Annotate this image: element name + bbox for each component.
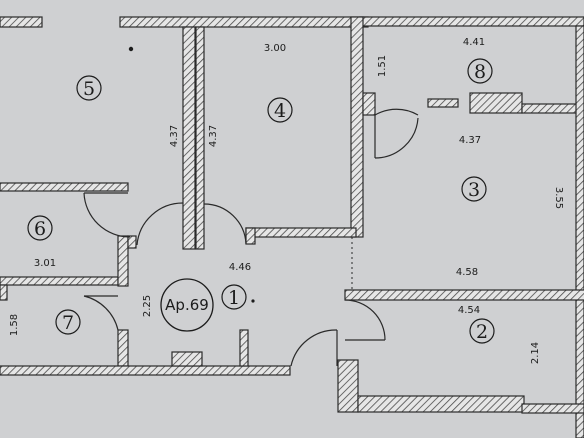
room-1-number: 1	[228, 287, 240, 309]
dim-room4-depth: 4.37	[208, 125, 219, 147]
room-8-circle	[467, 58, 493, 84]
room-7-circle	[55, 309, 81, 335]
room-5-circle	[76, 75, 102, 101]
mark-dot	[128, 46, 134, 52]
mark-dot	[251, 299, 255, 303]
room-4-circle	[267, 97, 293, 123]
dim-room3-top-width: 4.37	[459, 135, 481, 146]
room-1-circle	[221, 284, 247, 310]
dim-room1-width: 4.46	[229, 262, 251, 273]
dim-room6-width: 3.01	[34, 258, 56, 269]
room-5-number: 5	[83, 78, 95, 100]
dim-room4-width: 3.00	[264, 43, 286, 54]
dim-room3-depth: 3.55	[553, 187, 564, 209]
room-markers	[27, 58, 495, 344]
dim-room2-width: 4.54	[458, 305, 480, 316]
walls	[0, 16, 584, 438]
dim-room7-depth: 1.58	[9, 314, 20, 336]
room-6-number: 6	[34, 218, 46, 240]
room-8-number: 8	[474, 61, 486, 83]
room-6-circle	[27, 215, 53, 241]
room-7-number: 7	[62, 312, 74, 334]
room-3-number: 3	[468, 179, 480, 201]
dim-room2-depth: 2.14	[530, 342, 541, 364]
apartment-label: Ap.69	[165, 296, 209, 314]
room-4-number: 4	[274, 100, 286, 122]
apartment-circle	[160, 278, 214, 332]
dim-room8-depth: 1.51	[377, 55, 388, 77]
room-3-circle	[461, 176, 487, 202]
room-2-circle	[469, 318, 495, 344]
dim-room8-width: 4.41	[463, 37, 485, 48]
room-2-number: 2	[476, 321, 488, 343]
dim-room1-depth: 2.25	[142, 295, 153, 317]
dim-room5-depth: 4.37	[169, 125, 180, 147]
door-swings	[83, 108, 419, 367]
dim-room3-bottom-width: 4.58	[456, 267, 478, 278]
